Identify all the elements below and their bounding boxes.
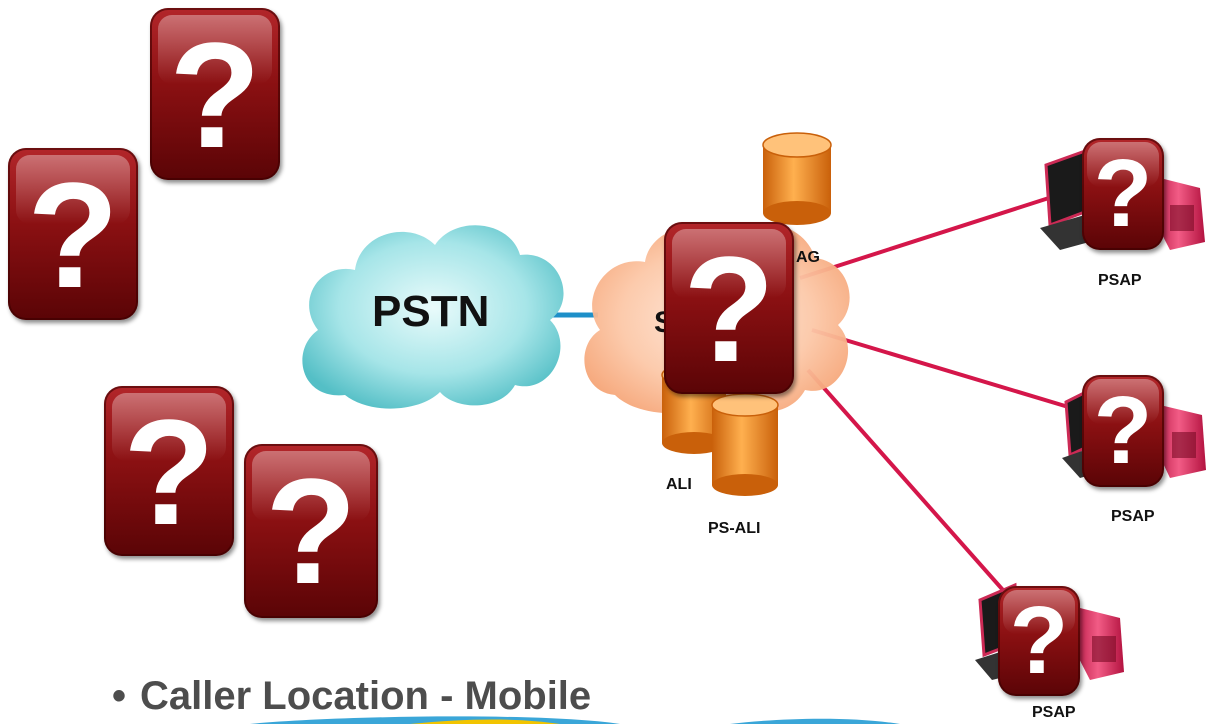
pstn-label: PSTN — [372, 287, 490, 336]
psap-links — [799, 186, 1086, 600]
question-mark-icon: ? — [123, 387, 215, 556]
question-mark-icon: ? — [27, 150, 119, 319]
question-mark-icon: ? — [1093, 377, 1153, 485]
ag-label: AG — [796, 249, 820, 266]
question-mark-icon: ? — [683, 224, 775, 393]
link-psap-1 — [799, 186, 1081, 280]
psap-label-1: PSAP — [1098, 272, 1142, 289]
unknown-caller-device-3: ? — [104, 386, 234, 556]
question-mark-icon: ? — [1093, 140, 1153, 248]
bullet-dot: • — [112, 674, 127, 718]
bullet-text: Caller Location - Mobile — [140, 674, 592, 718]
question-mark-icon: ? — [169, 10, 261, 179]
unknown-psap-device-3: ? — [998, 586, 1080, 696]
pstn-cloud — [302, 225, 564, 409]
unknown-router-device: ? — [664, 222, 794, 394]
psap-label-3: PSAP — [1032, 704, 1076, 721]
ali-label: ALI — [666, 476, 692, 493]
unknown-psap-device-1: ? — [1082, 138, 1164, 250]
link-psap-3 — [806, 368, 1012, 600]
question-mark-icon: ? — [1009, 587, 1069, 695]
unknown-caller-device-1: ? — [150, 8, 280, 180]
ps-ali-database — [711, 393, 779, 496]
unknown-caller-device-2: ? — [8, 148, 138, 320]
bullet-caller-location: • Caller Location - Mobile — [112, 674, 591, 719]
unknown-psap-device-2: ? — [1082, 375, 1164, 487]
question-mark-icon: ? — [265, 446, 357, 615]
ps-ali-label: PS-ALI — [708, 520, 761, 537]
unknown-caller-device-4: ? — [244, 444, 378, 618]
psap-label-2: PSAP — [1111, 508, 1155, 525]
link-psap-2 — [811, 328, 1086, 414]
ag-database — [762, 132, 832, 225]
bullet-underline-decoration — [250, 716, 900, 724]
